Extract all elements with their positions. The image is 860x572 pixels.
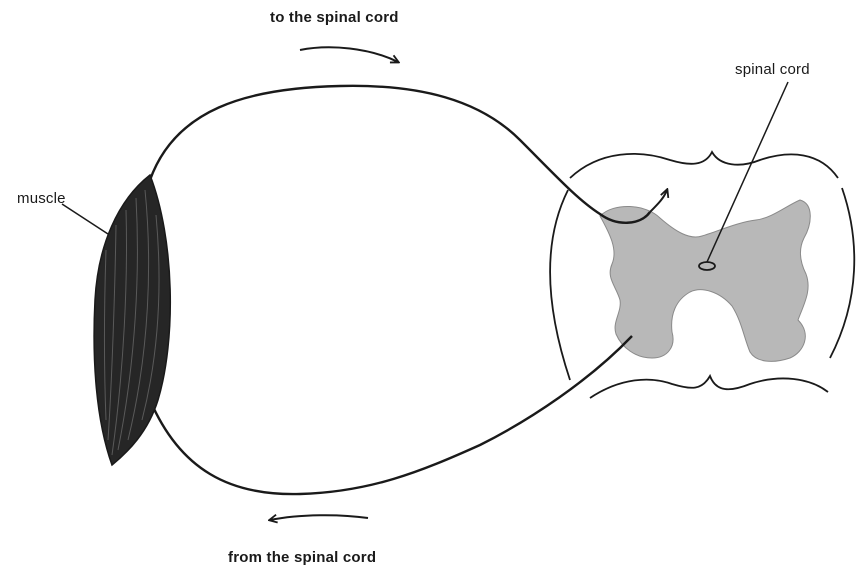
muscle-leader-line	[62, 204, 108, 234]
spinal-cord-top-contour	[570, 152, 838, 178]
to-direction-arrow	[300, 47, 398, 62]
label-muscle: muscle	[17, 190, 66, 207]
sensory-terminal-arrow	[650, 190, 667, 212]
label-spinal-cord: spinal cord	[735, 61, 810, 78]
spinal-cord-left-contour	[550, 190, 570, 380]
spinal-cord-right-contour	[830, 188, 854, 358]
motor-neuron	[150, 336, 632, 494]
from-direction-arrow	[270, 515, 368, 520]
muscle	[94, 175, 170, 465]
sensory-neuron	[150, 86, 650, 223]
spinal-cord-bottom-contour	[590, 376, 828, 398]
label-to-spinal-cord: to the spinal cord	[270, 9, 399, 26]
label-from-spinal-cord: from the spinal cord	[228, 549, 376, 566]
